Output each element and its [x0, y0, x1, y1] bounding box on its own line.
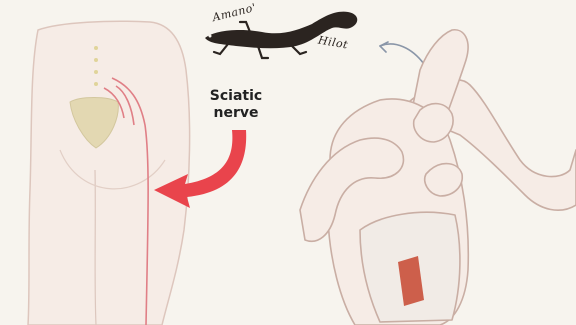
label-line-1: Sciatic [196, 88, 276, 105]
knee-to-chest-figure [300, 30, 576, 325]
back-view-figure [28, 21, 190, 325]
sciatic-nerve-label: Sciatic nerve [196, 88, 276, 122]
label-line-2: nerve [196, 105, 276, 122]
motion-arrow-icon [380, 42, 424, 64]
